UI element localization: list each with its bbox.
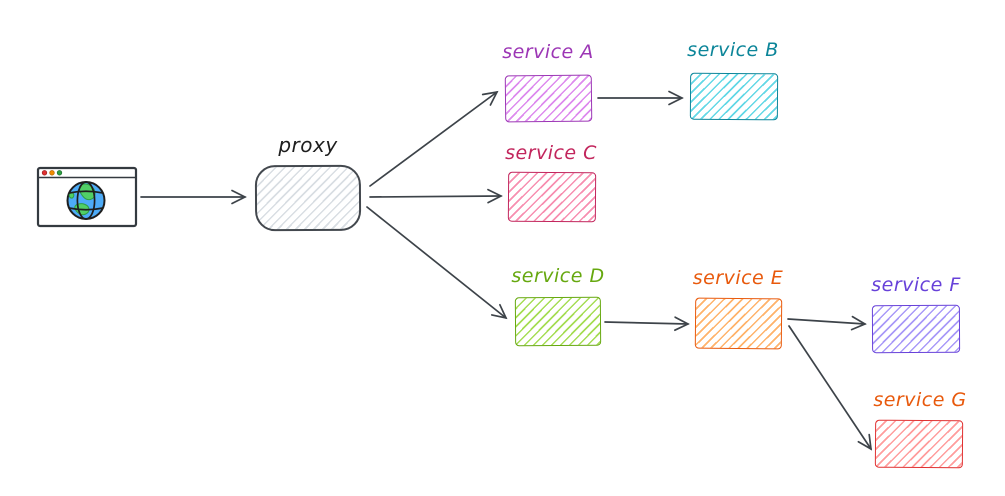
arrow-proxy-to-service-a	[369, 90, 499, 187]
arrow-service-d-to-service-e	[604, 316, 690, 332]
service-g-label: service G	[873, 389, 967, 411]
service-c-node	[507, 171, 597, 223]
globe-glyph	[66, 181, 106, 220]
arrow-proxy-to-service-d	[366, 206, 508, 320]
service-b-node	[689, 72, 779, 121]
service-e-node	[694, 297, 783, 350]
browser-dot-green	[56, 170, 63, 176]
browser-dot-red	[41, 170, 48, 176]
service-e-label: service E	[692, 267, 784, 289]
proxy-label: proxy	[278, 133, 338, 157]
service-f-label: service F	[871, 274, 961, 296]
browser-globe-icon	[36, 166, 138, 228]
service-d-label: service D	[511, 265, 605, 287]
service-f-node	[871, 304, 961, 354]
service-g-node	[874, 419, 964, 469]
arrow-service-e-to-service-f	[787, 315, 867, 331]
service-c-label: service C	[505, 142, 597, 164]
service-a-label: service A	[502, 41, 594, 63]
service-a-node	[504, 74, 593, 123]
browser-dot-orange	[49, 170, 55, 176]
service-d-node	[514, 296, 602, 347]
arrow-proxy-to-service-c	[369, 188, 503, 204]
arrow-service-e-to-service-g	[788, 325, 873, 451]
proxy-node	[254, 164, 362, 232]
service-b-label: service B	[687, 39, 779, 61]
